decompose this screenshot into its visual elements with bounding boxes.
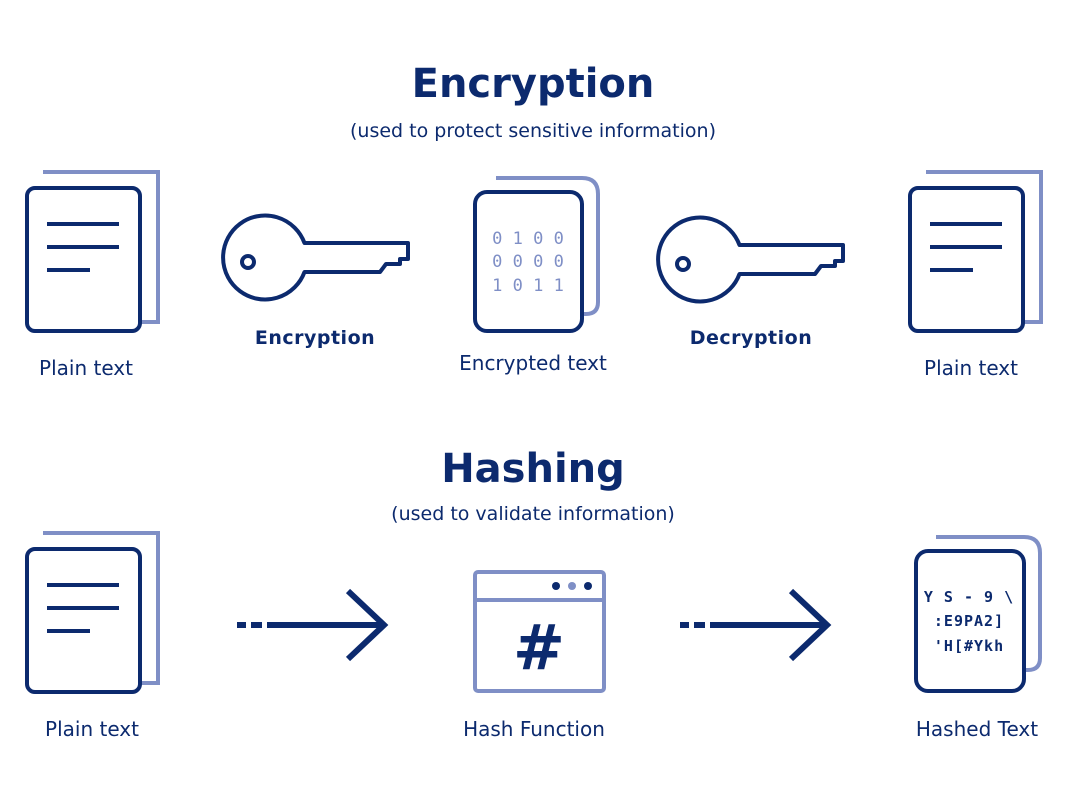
binary-row-1: 0 1 0 0 bbox=[492, 229, 564, 249]
encryption-step-label: Encryption bbox=[255, 327, 375, 349]
document-icon bbox=[25, 170, 160, 333]
hashed-row-3: 'H[#Ykh bbox=[934, 637, 1004, 655]
encryption-subtitle: (used to protect sensitive information) bbox=[350, 120, 716, 142]
hashed-row-2: :E9PA2] bbox=[934, 612, 1004, 630]
hashing-plain-text-label: Plain text bbox=[45, 717, 139, 741]
binary-row-2: 0 0 0 0 bbox=[492, 252, 564, 272]
hash-function-label: Hash Function bbox=[463, 717, 605, 741]
decryption-step-label: Decryption bbox=[690, 327, 812, 349]
hashing-subtitle: (used to validate information) bbox=[391, 503, 675, 525]
hashed-row-1: Y S - 9 \ bbox=[924, 588, 1014, 606]
hashing-title: Hashing bbox=[441, 446, 625, 492]
binary-row-3: 1 0 1 1 bbox=[492, 276, 564, 296]
arrow-right-icon bbox=[237, 588, 389, 662]
key-icon bbox=[656, 215, 845, 304]
hashed-text-label: Hashed Text bbox=[916, 717, 1038, 741]
arrow-right-icon bbox=[680, 588, 832, 662]
plain-text-label-right: Plain text bbox=[924, 356, 1018, 380]
hashed-document-icon bbox=[914, 535, 1042, 693]
encrypted-text-label: Encrypted text bbox=[459, 351, 607, 375]
hash-function-window-icon bbox=[473, 570, 606, 693]
hash-symbol: # bbox=[513, 611, 565, 684]
document-icon bbox=[908, 170, 1043, 333]
document-icon bbox=[25, 531, 160, 694]
key-icon bbox=[221, 213, 410, 302]
plain-text-label-left: Plain text bbox=[39, 356, 133, 380]
encryption-title: Encryption bbox=[412, 61, 655, 107]
encrypted-document-icon bbox=[473, 176, 600, 333]
